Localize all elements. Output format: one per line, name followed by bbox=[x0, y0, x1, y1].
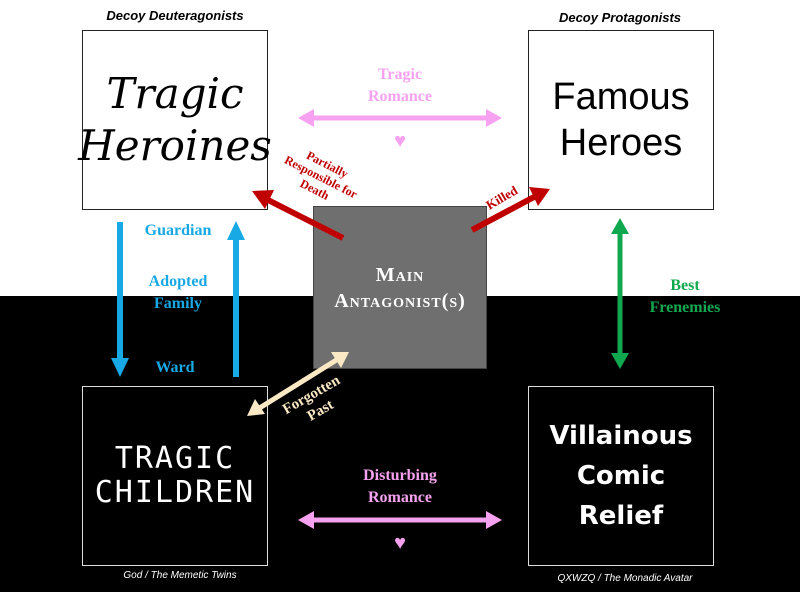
tragic-romance-line-2: Romance bbox=[368, 88, 432, 105]
villainous-line-2: Comic bbox=[576, 461, 666, 491]
forgotten-past-arrow bbox=[247, 352, 349, 416]
tragic-children-line-2: CHILDREN bbox=[94, 475, 256, 510]
heart-bottom: ♥ bbox=[394, 532, 406, 554]
box-famous-heroes: Famous Heroes bbox=[528, 30, 714, 210]
tragic-romance-line-1: Tragic bbox=[377, 66, 423, 83]
disturbing-romance-line-1: Disturbing bbox=[363, 467, 437, 484]
best-frenemies-arrow bbox=[611, 218, 629, 369]
caption-decoy-deuteragonists: Decoy Deuteragonists bbox=[106, 8, 244, 23]
adopted-line: Adopted bbox=[148, 273, 208, 290]
villainous-line-3: Relief bbox=[578, 501, 664, 531]
famous-heroes-line-1: Famous bbox=[552, 76, 690, 118]
tragic-romance-arrow bbox=[298, 109, 502, 127]
frenemies-line: Frenemies bbox=[649, 299, 721, 316]
caption-god-memetic-twins: God / The Memetic Twins bbox=[123, 570, 237, 581]
tragic-children-line-1: TRAGIC bbox=[114, 441, 236, 476]
box-tragic-heroines: Tragic Heroines bbox=[78, 30, 272, 210]
family-line: Family bbox=[154, 295, 202, 312]
partially-responsible-arrow bbox=[252, 190, 345, 241]
guardian-arrow bbox=[111, 222, 129, 377]
label-tragic-romance: Tragic Romance bbox=[350, 64, 450, 108]
ward-arrow bbox=[227, 221, 245, 377]
label-best-frenemies: Best Frenemies bbox=[630, 275, 740, 319]
main-antagonist-line-2: Antagonist(s) bbox=[334, 289, 466, 312]
best-line: Best bbox=[670, 277, 700, 294]
label-disturbing-romance: Disturbing Romance bbox=[340, 465, 460, 509]
disturbing-romance-line-2: Romance bbox=[368, 489, 432, 506]
label-ward: Ward bbox=[155, 359, 195, 376]
box-main-antagonist: Main Antagonist(s) bbox=[313, 206, 487, 369]
box-tragic-children: TRAGIC CHILDREN bbox=[82, 386, 268, 566]
tragic-heroines-line-1: Tragic bbox=[106, 69, 244, 118]
famous-heroes-line-2: Heroes bbox=[559, 122, 683, 164]
tragic-heroines-line-2: Heroines bbox=[78, 121, 272, 170]
label-adopted-family: Adopted Family bbox=[128, 271, 228, 315]
killed-arrow bbox=[470, 187, 550, 233]
heart-top: ♥ bbox=[394, 130, 406, 152]
caption-qxwzq-monadic-avatar: QXWZQ / The Monadic Avatar bbox=[557, 573, 693, 584]
villainous-line-1: Villainous bbox=[549, 421, 693, 451]
label-guardian: Guardian bbox=[144, 222, 212, 239]
main-antagonist-line-1: Main bbox=[375, 263, 425, 286]
caption-decoy-protagonists: Decoy Protagonists bbox=[558, 10, 682, 25]
box-villainous-comic-relief: Villainous Comic Relief bbox=[528, 386, 714, 566]
disturbing-romance-arrow bbox=[298, 511, 502, 529]
